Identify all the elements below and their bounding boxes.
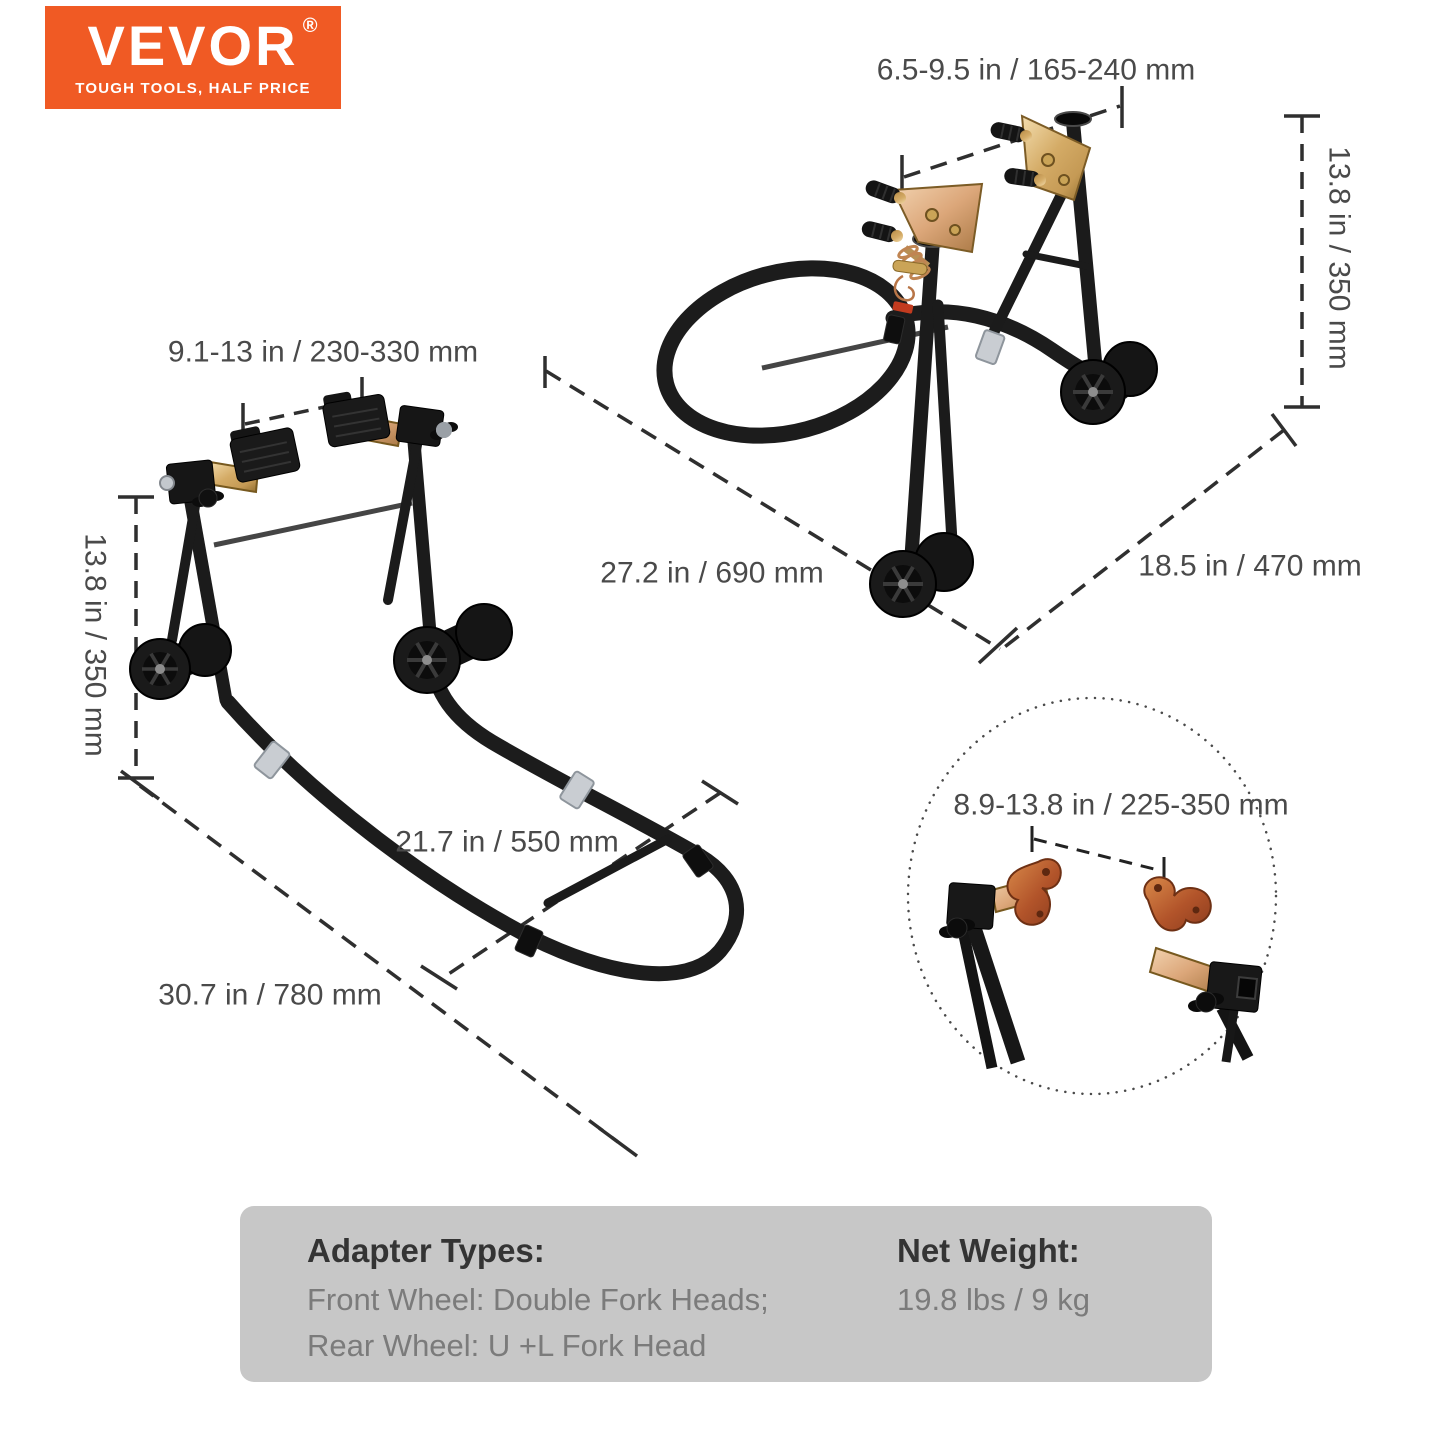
rear-adapter-span-label: 6.5-9.5 in / 165-240 mm — [876, 53, 1196, 87]
rear-length-label: 27.2 in / 690 mm — [600, 556, 824, 590]
front-stand-right-rollers — [393, 603, 513, 694]
front-inner-length-label: 21.7 in / 550 mm — [395, 825, 619, 859]
rear-stand-right-rollers — [1060, 341, 1158, 425]
registered-mark-icon: ® — [302, 15, 321, 37]
inset-left-fork-head — [939, 858, 1062, 1070]
fork-head-span-label: 8.9-13.8 in / 225-350 mm — [953, 788, 1289, 822]
front-stand-left-rollers — [129, 623, 232, 700]
wing-knob — [939, 917, 975, 939]
adapter-rear-wheel-text: Rear Wheel: U +L Fork Head — [307, 1328, 707, 1363]
rear-width-label: 18.5 in / 470 mm — [1138, 549, 1362, 583]
brand-tagline: TOUGH TOOLS, HALF PRICE — [75, 80, 311, 97]
net-weight-heading: Net Weight: — [897, 1232, 1080, 1269]
front-stand-left-adapter — [159, 426, 301, 508]
front-adapter-span-label: 9.1-13 in / 230-330 mm — [167, 335, 479, 369]
rear-stand-left-rollers — [869, 532, 974, 618]
fork-head-adapters-inset — [906, 696, 1278, 1096]
rear-height-label: 13.8 in / 350 mm — [1322, 146, 1356, 370]
adapter-front-wheel-text: Front Wheel: Double Fork Heads; — [307, 1282, 769, 1317]
front-stand-illustration — [129, 391, 745, 982]
wing-knob — [430, 422, 458, 440]
front-height-label: 13.8 in / 350 mm — [78, 533, 112, 757]
adapter-types-heading: Adapter Types: — [307, 1232, 545, 1269]
rear-stand-illustration — [656, 111, 1158, 618]
rear-stand-right-adapter — [990, 114, 1092, 202]
vevor-logo: VEVOR® TOUGH TOOLS, HALF PRICE — [45, 6, 341, 109]
rear-stand-left-adapter — [861, 180, 984, 302]
brand-name: VEVOR® — [87, 14, 321, 77]
front-stand-right-adapter — [322, 391, 458, 448]
inset-right-fork-head — [1143, 876, 1263, 1063]
net-weight-value: 19.8 lbs / 9 kg — [897, 1282, 1091, 1317]
wing-knob — [1188, 991, 1224, 1013]
wing-knob — [192, 488, 224, 508]
spec-panel: Adapter Types: Front Wheel: Double Fork … — [240, 1206, 1212, 1382]
front-length-label: 30.7 in / 780 mm — [158, 978, 382, 1012]
